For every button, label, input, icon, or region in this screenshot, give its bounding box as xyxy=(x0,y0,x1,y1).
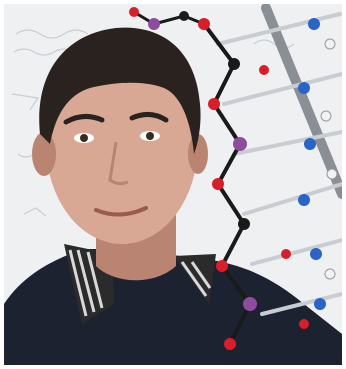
atom-red xyxy=(198,18,210,30)
left-ear xyxy=(32,132,56,176)
right-ear xyxy=(188,134,208,174)
right-eyebrow xyxy=(129,112,169,123)
molecular-model xyxy=(129,4,342,350)
face xyxy=(46,44,198,244)
left-eyebrow xyxy=(63,114,105,125)
nose xyxy=(108,141,129,186)
hair xyxy=(39,27,201,154)
portrait-photo xyxy=(4,4,342,365)
portrait-illustration xyxy=(4,4,342,365)
whiteboard-scribbles xyxy=(11,29,295,217)
mouth xyxy=(94,206,148,217)
